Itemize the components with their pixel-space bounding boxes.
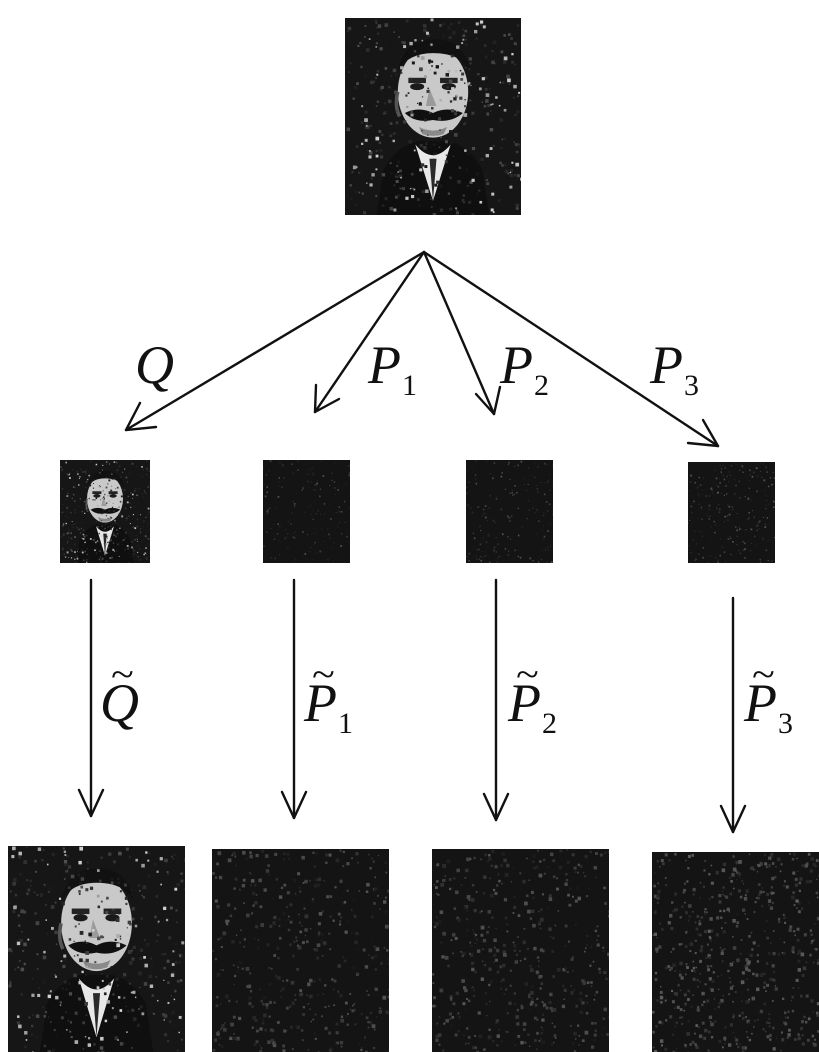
q-subband-image [60, 460, 150, 563]
p1-reconstructed-image [212, 849, 389, 1052]
p3-forward-head [686, 418, 720, 448]
p2-reconstructed-image [432, 849, 609, 1052]
p1-forward-label: P1 [368, 335, 417, 402]
p3-subband-image [688, 462, 775, 563]
q-inverse-label: Q [100, 676, 139, 730]
q-forward-label: Q [135, 335, 174, 395]
p3-reconstructed-image [652, 852, 819, 1052]
p2-forward-arrow [422, 250, 496, 416]
q-forward-arrow [124, 250, 426, 432]
p1-inverse-head [280, 790, 308, 820]
p2-forward-label: P2 [500, 335, 549, 402]
p1-inverse-label: P1 [304, 676, 353, 739]
p1-forward-arrow [313, 250, 426, 414]
p2-forward-head [474, 385, 502, 416]
p3-inverse-label: P3 [744, 676, 793, 739]
q-forward-head [124, 401, 158, 432]
source-portrait-image [345, 18, 521, 215]
q-reconstructed-image [8, 846, 185, 1052]
q-inverse-head [77, 788, 105, 818]
p1-subband-image [263, 460, 350, 563]
p3-inverse-head [719, 804, 747, 834]
p1-forward-head [313, 383, 341, 414]
p2-subband-image [466, 460, 553, 563]
p3-forward-arrow [422, 250, 720, 448]
p2-inverse-label: P2 [508, 676, 557, 739]
p3-forward-label: P3 [650, 335, 699, 402]
p2-inverse-head [482, 792, 510, 822]
